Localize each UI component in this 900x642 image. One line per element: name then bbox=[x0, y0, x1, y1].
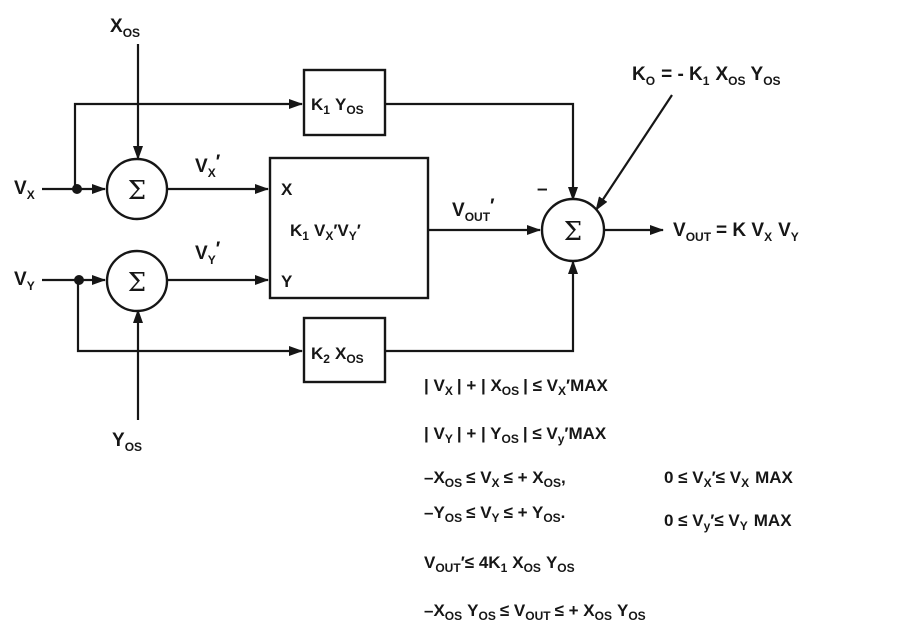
svg-text:Σ: Σ bbox=[128, 268, 146, 298]
constraint-1: | VX| + | XOS| ≤ VX′MAX bbox=[424, 376, 609, 398]
vx-junction-dot bbox=[72, 184, 82, 194]
k1yos-block bbox=[302, 68, 387, 137]
minus-sign: – bbox=[537, 179, 548, 200]
vx-to-k1yos-wire bbox=[73, 99, 303, 189]
summer-vy: Σ bbox=[105, 249, 169, 313]
k0-wire bbox=[595, 94, 673, 211]
k2xos-out-wire bbox=[385, 260, 578, 353]
constraint-4: –YOS≤ VY≤ + YOS. bbox=[424, 503, 565, 525]
svg-text:Σ: Σ bbox=[564, 217, 582, 247]
vy-junction-dot bbox=[74, 275, 84, 285]
vy-label: VY bbox=[14, 269, 35, 293]
multiplier-port-y: Y bbox=[281, 272, 293, 291]
k2xos-block bbox=[302, 316, 387, 384]
multiplier-block bbox=[268, 156, 430, 300]
k1yos-out-wire bbox=[385, 102, 578, 201]
constraint-3: –XOS≤ VX≤ + XOS, bbox=[424, 468, 566, 490]
vx-label: VX bbox=[14, 178, 35, 202]
vy-prime-label: VY′ bbox=[195, 239, 221, 267]
constraint-2: | VY| + | YOS| ≤ Vy′MAX bbox=[424, 424, 607, 446]
vy-to-k2xos-wire bbox=[76, 280, 303, 356]
xos-label: XOS bbox=[110, 16, 140, 40]
summer-vx: Σ bbox=[105, 157, 169, 221]
yos-label: YOS bbox=[112, 430, 142, 454]
multiplier-port-x: X bbox=[281, 180, 293, 199]
svg-text:Σ: Σ bbox=[128, 176, 146, 206]
summer-output: Σ bbox=[540, 197, 606, 263]
vx-prime-label: VX′ bbox=[195, 152, 221, 180]
vout-prime-label: VOUT′ bbox=[452, 196, 495, 224]
